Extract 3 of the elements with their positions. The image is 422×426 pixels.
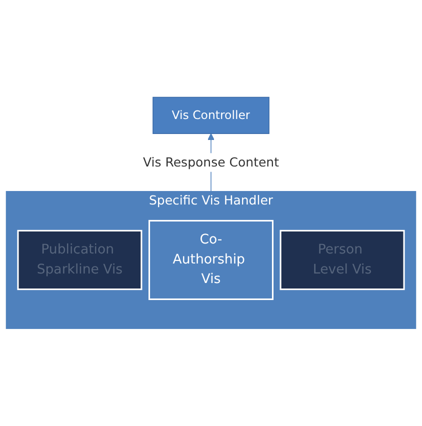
node-box: Co-Authorship Vis (148, 220, 274, 300)
node-box: Vis Controller (152, 96, 270, 134)
edge-label: Vis Response Content (143, 154, 279, 170)
